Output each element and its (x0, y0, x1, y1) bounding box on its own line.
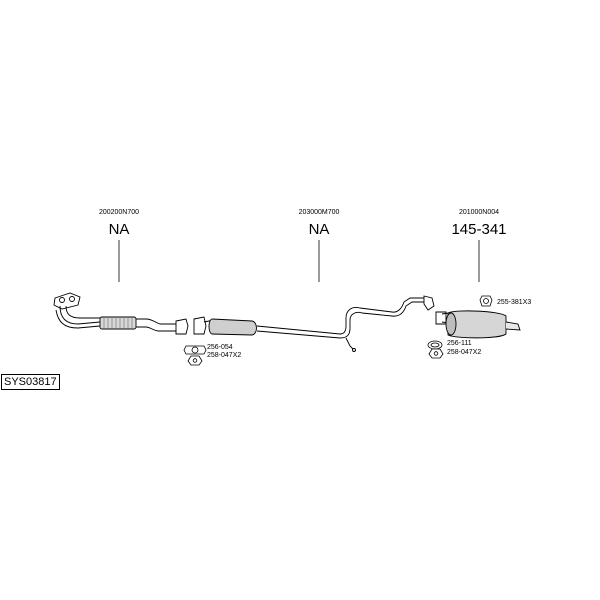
nut-icon-258-047-1 (187, 355, 203, 366)
section-2-code: NA (308, 221, 330, 238)
section-1-code: NA (108, 221, 130, 238)
system-id-label: SYS03817 (1, 374, 60, 390)
rubber-mount-icon-255-381 (479, 295, 493, 307)
part-label-258-047x2-a: 258-047X2 (207, 352, 242, 359)
section-3-code: 145-341 (451, 221, 507, 238)
front-pipe (53, 292, 189, 335)
nut-icon-258-047-2 (428, 348, 444, 359)
rear-silencer (435, 310, 521, 339)
gasket-icon-256-054 (183, 345, 207, 355)
part-label-255-381x3: 255-381X3 (497, 299, 532, 306)
part-label-256-111: 256-111 (447, 340, 472, 347)
centre-pipe (193, 295, 435, 352)
section-3-part-number: 201000N004 (458, 209, 500, 216)
part-label-258-047x2-b: 258-047X2 (447, 349, 482, 356)
ring-icon-256-111 (427, 340, 443, 350)
section-2-part-number: 203000M700 (298, 209, 340, 216)
part-label-256-054: 256-054 (207, 344, 233, 351)
section-1-part-number: 200200N700 (98, 209, 140, 216)
